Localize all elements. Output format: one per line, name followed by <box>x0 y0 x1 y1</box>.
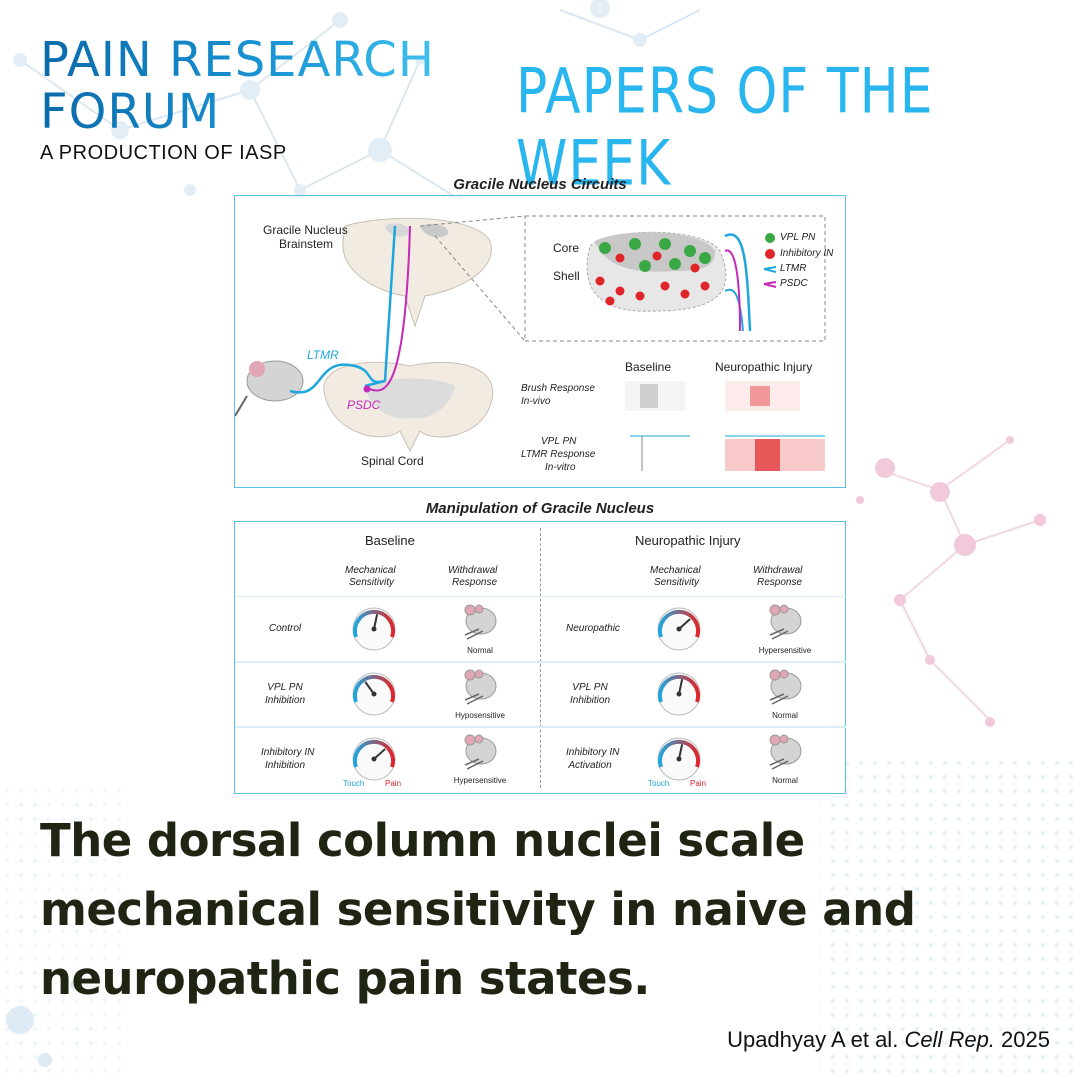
injury-row-2-label: Inhibition <box>569 695 611 706</box>
baseline-row-3-label: Inhibition <box>264 760 306 771</box>
baseline-col2-b: Response <box>452 577 498 588</box>
brand-line-2: FORUM <box>40 86 435 138</box>
mouse-icon <box>464 604 497 640</box>
baseline-row-2-response: Hyposensitive <box>455 711 505 720</box>
legend-ltmr: LTMR <box>780 263 807 274</box>
injury-half: Neuropathic Injury Mechanical Sensitivit… <box>540 522 846 793</box>
injury-row-3-response: Normal <box>772 776 798 785</box>
mouse-icon <box>464 734 497 770</box>
baseline-row-2-label: VPL PN <box>267 682 303 693</box>
injury-row-3-label: Inhibitory IN <box>566 747 620 758</box>
citation-year: 2025 <box>1001 1027 1050 1052</box>
injury-row-2-response: Normal <box>772 711 798 720</box>
injury-col2-b: Response <box>757 577 803 588</box>
mouse-icon <box>769 669 802 705</box>
raster-row1-b: In-vivo <box>521 396 551 407</box>
panel-divider <box>540 528 541 788</box>
sensitivity-gauge <box>352 737 396 781</box>
gauge-needle <box>678 744 684 760</box>
raster-col-baseline: Baseline <box>625 360 672 374</box>
legend-vpl-pn: VPL PN <box>780 232 816 243</box>
mouse-icon <box>464 669 497 705</box>
injury-row-1-response: Hypersensitive <box>758 646 812 655</box>
citation: Upadhyay A et al. Cell Rep. 2025 <box>727 1027 1050 1053</box>
series-title: PAPERS OF THE WEEK <box>516 56 934 200</box>
raster-row2-c: In-vitro <box>545 462 576 473</box>
injury-row-2-label: VPL PN <box>572 682 608 693</box>
legend-psdc: PSDC <box>780 278 808 289</box>
gauge-needle <box>678 679 684 695</box>
injury-col2-a: Withdrawal <box>753 565 803 576</box>
core-label: Core <box>553 241 580 255</box>
brand-line-1: PAIN RESEARCH <box>40 32 435 88</box>
touch-label: Touch <box>343 779 365 788</box>
mouse-icon <box>769 604 802 640</box>
shell-label: Shell <box>553 269 580 283</box>
injury-col1-a: Mechanical <box>650 565 701 576</box>
paper-headline: The dorsal column nuclei scale mechanica… <box>40 814 916 1005</box>
baseline-col1-a: Mechanical <box>345 565 396 576</box>
raster-row1-a: Brush Response <box>521 383 595 394</box>
citation-journal: Cell Rep. <box>904 1027 995 1052</box>
baseline-row-1-label: Control <box>268 623 302 634</box>
baseline-row-3-response: Hypersensitive <box>453 776 507 785</box>
gracile-label-1: Gracile Nucleus <box>263 223 348 237</box>
baseline-col1-b: Sensitivity <box>349 577 395 588</box>
brand-subtitle: A PRODUCTION OF IASP <box>40 142 287 164</box>
circuits-panel: Gracile Nucleus Brainstem LTMR PSDC Spin… <box>234 195 846 488</box>
baseline-half: Baseline Mechanical Sensitivity Withdraw… <box>235 522 541 793</box>
manipulation-title: Manipulation of Gracile Nucleus <box>425 500 655 517</box>
baseline-heading: Baseline <box>365 533 415 548</box>
sensitivity-gauge <box>657 737 701 781</box>
legend-inhibitory-in: Inhibitory IN <box>780 248 834 259</box>
raster-row2-a: VPL PN <box>541 436 577 447</box>
pain-label: Pain <box>385 779 402 788</box>
brand-logo: PAIN RESEARCH FORUM A PRODUCTION OF IASP <box>40 34 435 165</box>
gracile-label-2: Brainstem <box>279 237 334 251</box>
injury-col1-b: Sensitivity <box>654 577 700 588</box>
mouse-icon <box>769 734 802 770</box>
touch-label: Touch <box>648 779 670 788</box>
circuits-illustration <box>235 215 826 471</box>
baseline-col2-a: Withdrawal <box>448 565 498 576</box>
psdc-label: PSDC <box>347 398 381 412</box>
citation-authors: Upadhyay A et al. <box>727 1027 899 1052</box>
sensitivity-gauge <box>352 607 396 651</box>
pain-label: Pain <box>690 779 707 788</box>
spinal-cord-label: Spinal Cord <box>361 454 424 468</box>
ltmr-label: LTMR <box>307 348 339 362</box>
sensitivity-gauge <box>657 607 701 651</box>
gauge-needle <box>373 614 379 630</box>
baseline-row-3-label: Inhibitory IN <box>261 747 315 758</box>
baseline-row-2-label: Inhibition <box>264 695 306 706</box>
manipulation-panel: Baseline Mechanical Sensitivity Withdraw… <box>234 521 846 794</box>
sensitivity-gauge <box>352 672 396 716</box>
injury-row-3-label: Activation <box>568 760 612 771</box>
raster-col-injury: Neuropathic Injury <box>715 360 813 374</box>
injury-row-1-label: Neuropathic <box>566 623 620 634</box>
baseline-row-1-response: Normal <box>467 646 493 655</box>
sensitivity-gauge <box>657 672 701 716</box>
circuits-title: Gracile Nucleus Circuits <box>453 176 627 193</box>
raster-row2-b: LTMR Response <box>521 449 596 460</box>
injury-heading: Neuropathic Injury <box>635 533 741 548</box>
